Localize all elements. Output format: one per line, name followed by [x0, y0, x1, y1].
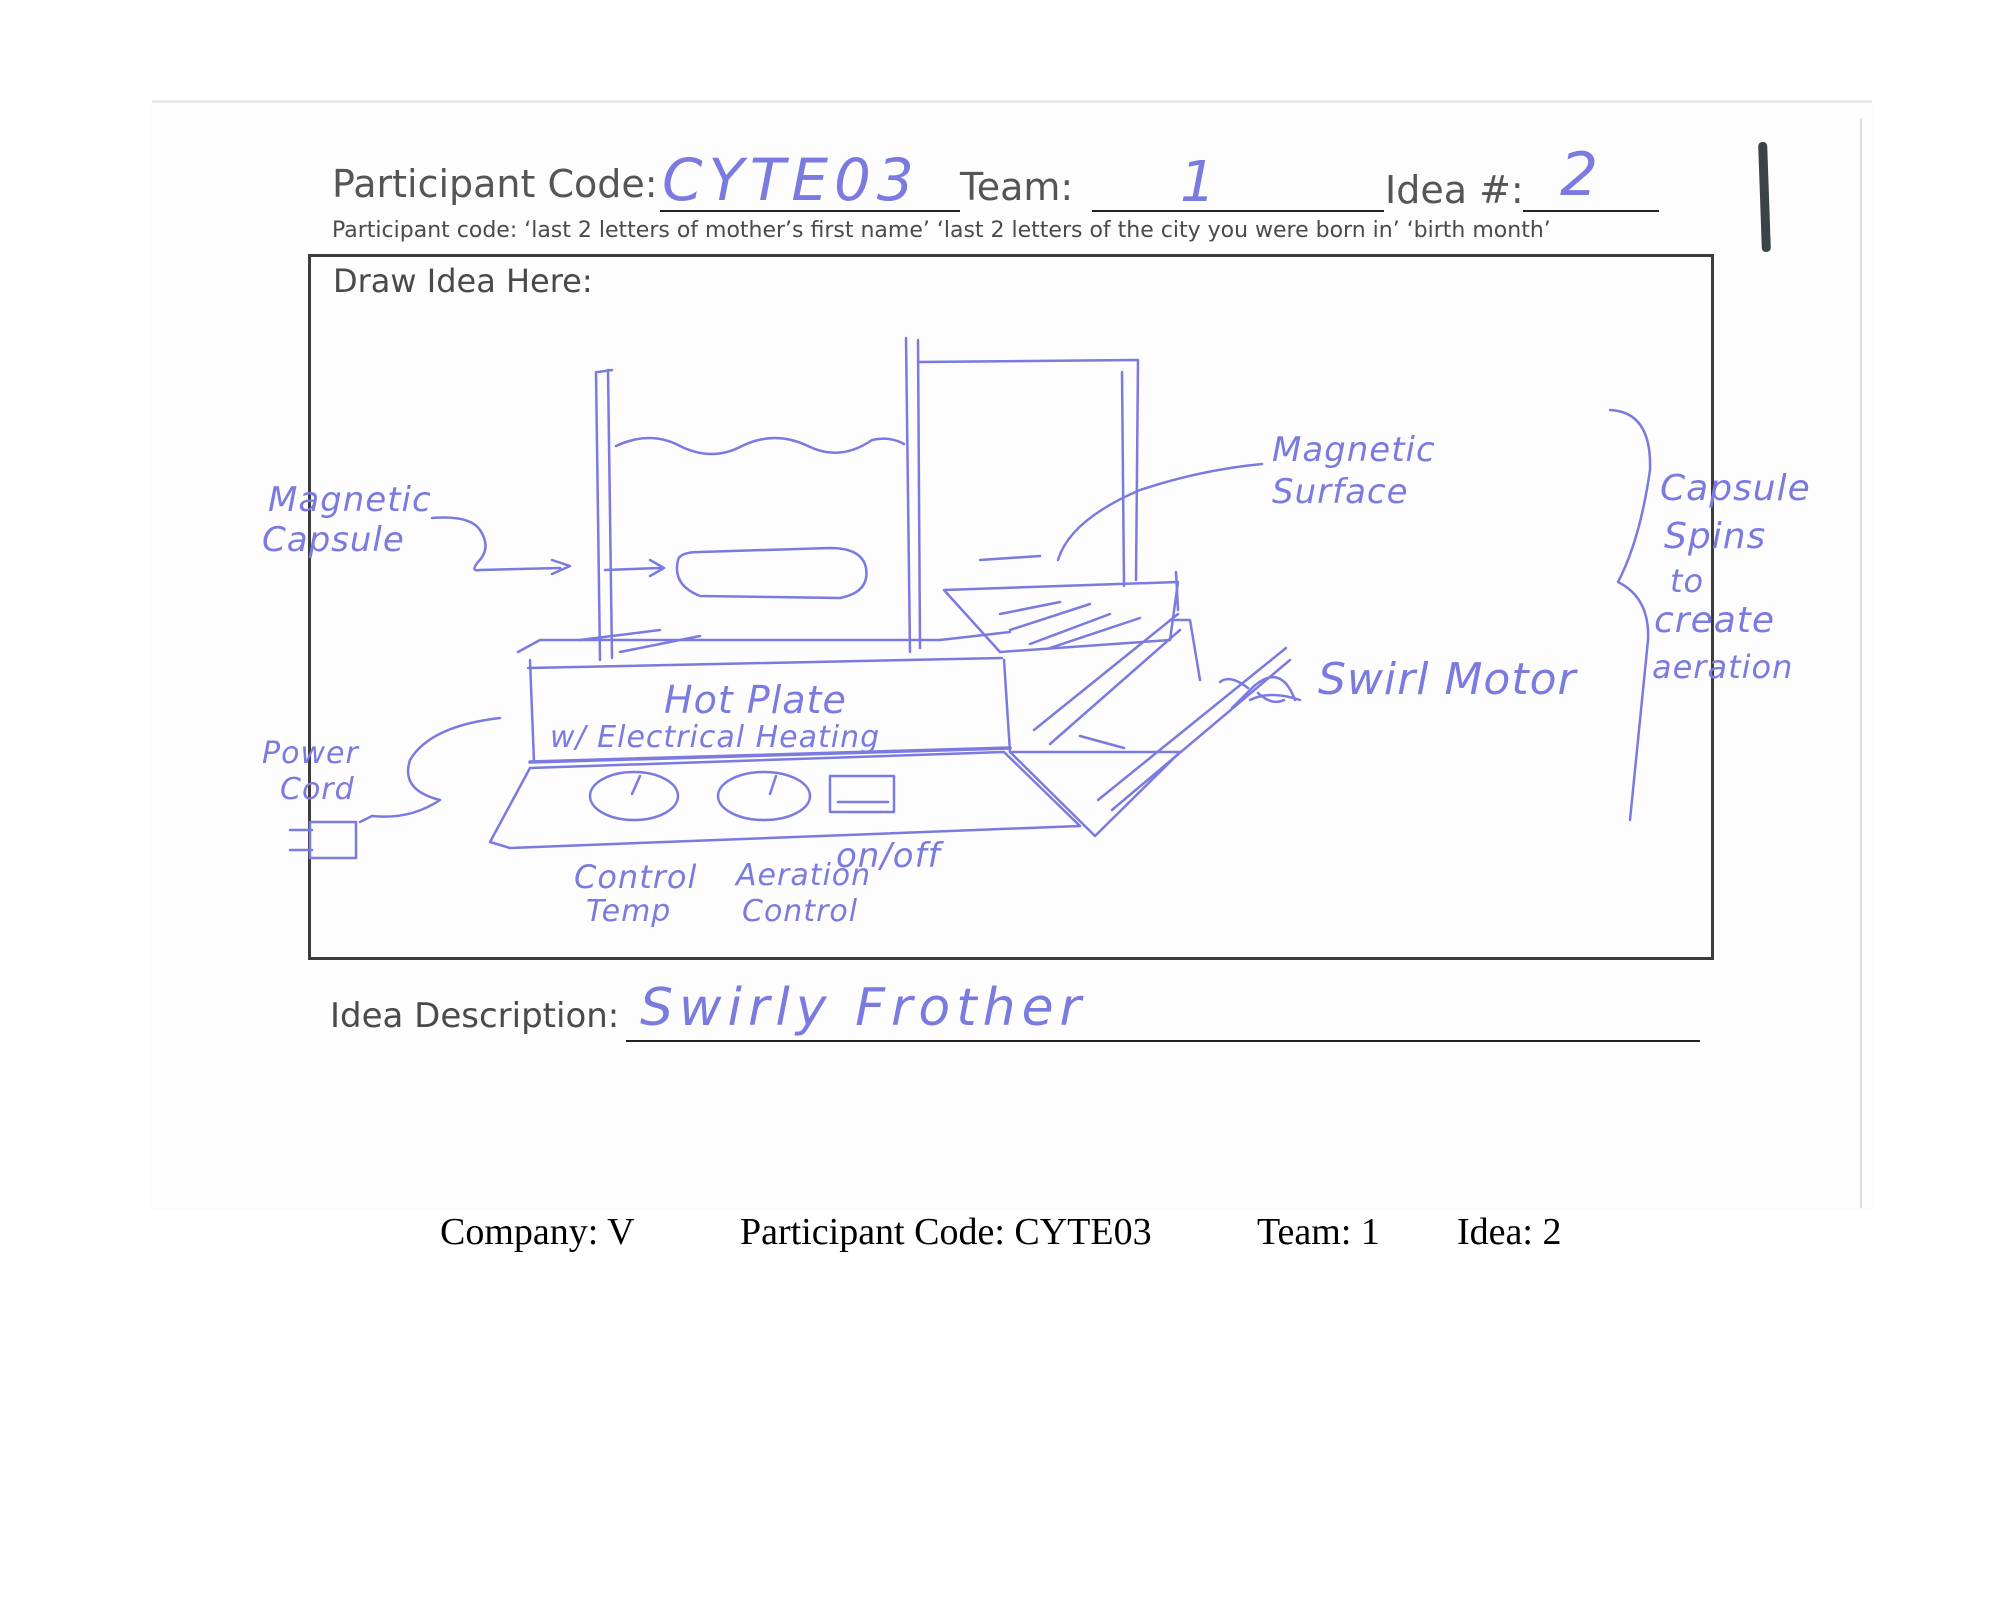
- annotation-hot-plate-line1: Hot Plate: [664, 678, 847, 722]
- idea-number-underline: [1523, 210, 1659, 212]
- aeration-dial-shape: [716, 770, 812, 822]
- idea-number-value: 2: [1560, 140, 1600, 210]
- annotation-power-cord-line2: Cord: [280, 772, 355, 807]
- on-off-switch-shape: [828, 774, 896, 814]
- participant-code-label: Participant Code:: [332, 162, 658, 206]
- footer-team: Team: 1: [1257, 1211, 1380, 1253]
- power-plug-shape: [308, 820, 358, 860]
- right-brace: [1608, 408, 1652, 822]
- annotation-magnetic-surface-line1: Magnetic: [1272, 430, 1436, 470]
- annotation-control-temp-line2: Temp: [586, 894, 672, 929]
- participant-code-hint: Participant code: ‘last 2 letters of mot…: [332, 218, 1551, 243]
- annotation-on-off: on/off: [836, 836, 941, 876]
- annotation-capsule-spins-line1: Capsule: [1660, 468, 1811, 509]
- participant-code-underline: [660, 210, 960, 212]
- annotation-aeration-control-line1: Aeration: [736, 858, 872, 893]
- team-value: 1: [1180, 150, 1217, 215]
- magnetic-capsule-shape: [675, 546, 868, 600]
- sheet-top-edge: [152, 100, 1872, 103]
- sheet-right-edge: [1860, 118, 1862, 1208]
- idea-number-label: Idea #:: [1385, 168, 1524, 212]
- annotation-swirl-motor: Swirl Motor: [1318, 654, 1577, 705]
- footer-idea: Idea: 2: [1457, 1211, 1562, 1253]
- participant-code-value: CYTE03: [662, 146, 920, 214]
- temp-dial-shape: [588, 770, 680, 822]
- footer-company: Company: V: [440, 1211, 635, 1253]
- idea-description-label: Idea Description:: [330, 996, 620, 1036]
- footer-participant-code: Participant Code: CYTE03: [740, 1211, 1152, 1253]
- team-label: Team:: [960, 165, 1074, 209]
- drawing-area-label: Draw Idea Here:: [333, 262, 593, 300]
- team-underline: [1092, 210, 1384, 212]
- idea-description-value: Swirly Frother: [640, 978, 1087, 1038]
- annotation-capsule-spins-line4: create: [1654, 600, 1776, 641]
- annotation-magnetic-capsule-line1: Magnetic: [268, 480, 432, 520]
- annotation-hot-plate-line2: w/ Electrical Heating: [550, 720, 881, 755]
- annotation-control-temp-line1: Control: [574, 858, 698, 896]
- drawing-area: [308, 254, 1714, 960]
- annotation-aeration-control-line2: Control: [742, 894, 859, 929]
- annotation-magnetic-surface-line2: Surface: [1272, 472, 1409, 512]
- annotation-capsule-spins-line3: to: [1670, 562, 1705, 600]
- annotation-capsule-spins-line2: Spins: [1664, 516, 1767, 557]
- scanned-form-sheet: [152, 102, 1872, 1208]
- annotation-power-cord-line1: Power: [262, 736, 359, 771]
- idea-description-underline: [626, 1040, 1700, 1042]
- annotation-capsule-spins-line5: aeration: [1652, 648, 1794, 686]
- annotation-magnetic-capsule-line2: Capsule: [262, 520, 405, 560]
- hot-plate-base-line: [528, 746, 1012, 764]
